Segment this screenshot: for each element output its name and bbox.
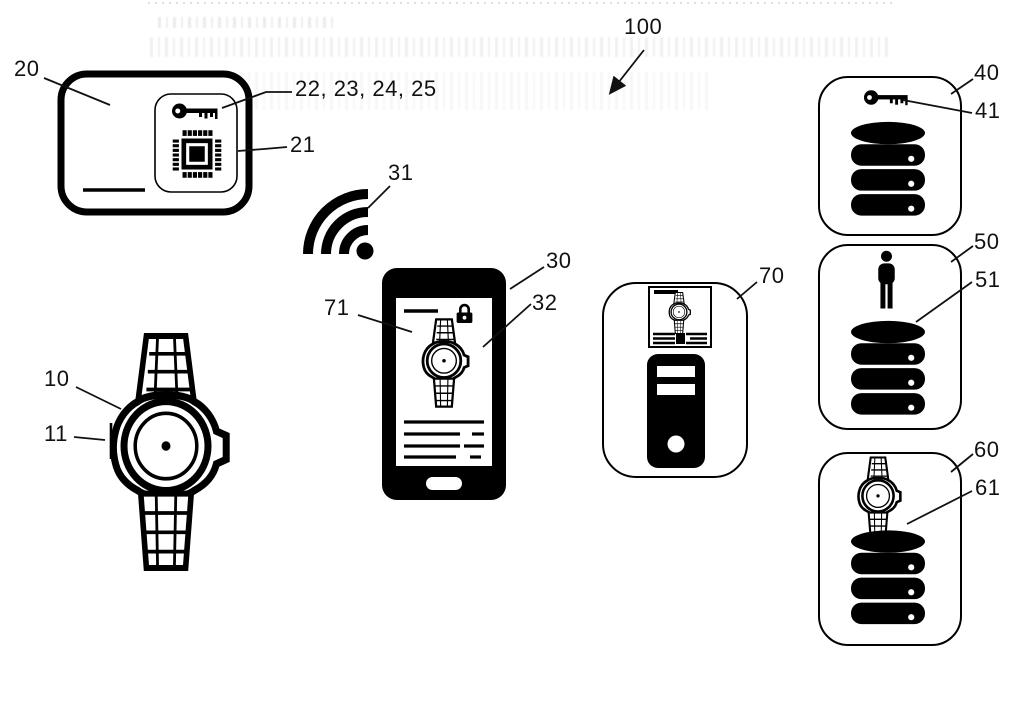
ref-label-card-keys: 22, 23, 24, 25 (295, 76, 437, 101)
smartphone-icon (382, 268, 506, 500)
watch-marking (109, 423, 113, 459)
ref-label-user-db-box: 50 (974, 229, 1000, 254)
ref-label-card: 20 (14, 56, 40, 81)
ref-label-card-chip: 21 (290, 132, 316, 157)
ref-label-key-db-key: 41 (975, 98, 1001, 123)
database-icon (845, 520, 931, 637)
ref-label-key-db-box: 40 (974, 60, 1000, 85)
ref-label-watch-db-box: 60 (974, 437, 1000, 462)
ref-label-watch-db: 61 (975, 475, 1001, 500)
person-icon (870, 250, 903, 312)
ref-label-listing-image: 71 (324, 295, 350, 320)
ref-label-user-db: 51 (975, 267, 1001, 292)
ref-label-signal: 31 (388, 160, 414, 185)
ref-label-watch-marking: 11 (44, 421, 68, 446)
database-icon (845, 314, 931, 424)
document-icon (648, 286, 712, 348)
phone-home-button (426, 477, 462, 490)
wifi-signal-icon (303, 189, 374, 260)
ref-label-system: 100 (624, 14, 663, 39)
nfc-card (57, 70, 253, 216)
scan-artifact-text-smudge (150, 37, 892, 57)
key-icon (863, 86, 911, 109)
ref-label-server: 70 (759, 263, 785, 288)
ref-label-phone-screen: 32 (532, 290, 558, 315)
scan-artifact-dotted-line (148, 2, 892, 4)
scan-artifact-text-smudge (158, 17, 333, 28)
ref-label-watch: 10 (44, 366, 70, 391)
ref-label-phone: 30 (546, 248, 572, 273)
server-tower-icon (647, 354, 705, 468)
database-icon (845, 114, 931, 226)
